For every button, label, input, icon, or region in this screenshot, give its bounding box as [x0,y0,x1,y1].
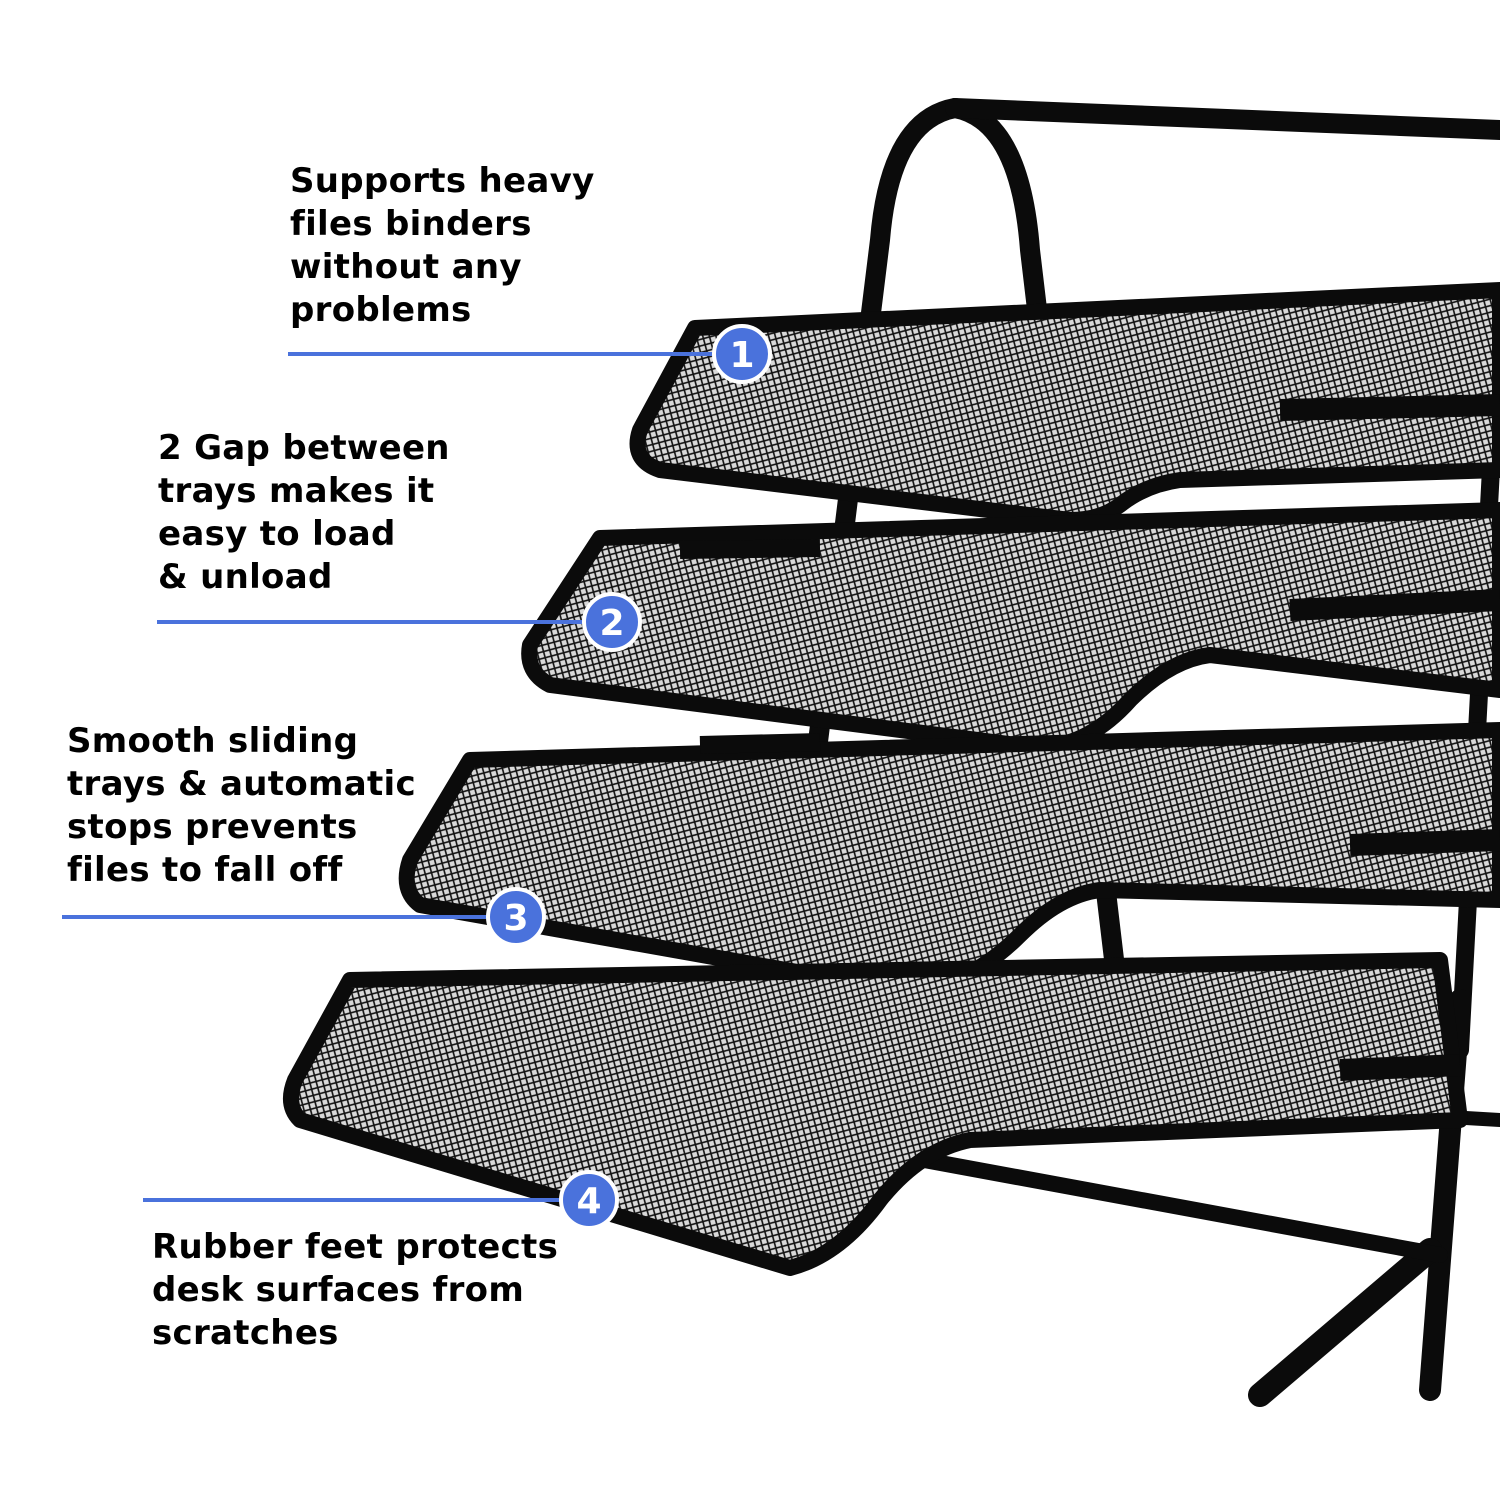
callout-2-line: & unload [158,557,333,597]
tray-2 [521,502,1500,756]
callout-1-line: without any [290,247,522,287]
callout-4-line: desk surfaces from [152,1270,525,1310]
tray-1 [629,282,1500,528]
marker-1: 1 [712,324,772,384]
callout-3-line: trays & automatic [67,764,416,804]
callout-3-line: Smooth sliding [67,721,359,761]
callout-4-line: scratches [152,1313,339,1353]
marker-number-1: 1 [729,335,754,376]
callout-3-line: stops prevents [67,807,358,847]
callout-1-line: problems [290,290,472,330]
callout-2-line: trays makes it [158,471,435,511]
callout-4-line: Rubber feet protects [152,1227,559,1267]
callout-2-line: 2 Gap between [158,428,450,468]
callout-2-line: easy to load [158,514,396,554]
marker-4: 4 [559,1170,619,1230]
callout-1-line: Supports heavy [290,161,595,201]
marker-3: 3 [486,887,546,947]
leader-lines [62,352,742,1202]
marker-number-3: 3 [503,898,528,939]
tray-3 [398,722,1500,1000]
callout-3-line: files to fall off [67,850,343,890]
marker-number-4: 4 [576,1181,601,1222]
callout-2-text: 2 Gap between trays makes it easy to loa… [158,427,450,599]
callout-1-line: files binders [290,204,532,244]
callout-3-text: Smooth sliding trays & automatic stops p… [67,720,416,892]
callout-1-text: Supports heavy files binders without any… [290,160,595,332]
marker-2: 2 [582,592,642,652]
marker-number-2: 2 [599,603,624,644]
callout-4-text: Rubber feet protects desk surfaces from … [152,1226,558,1355]
